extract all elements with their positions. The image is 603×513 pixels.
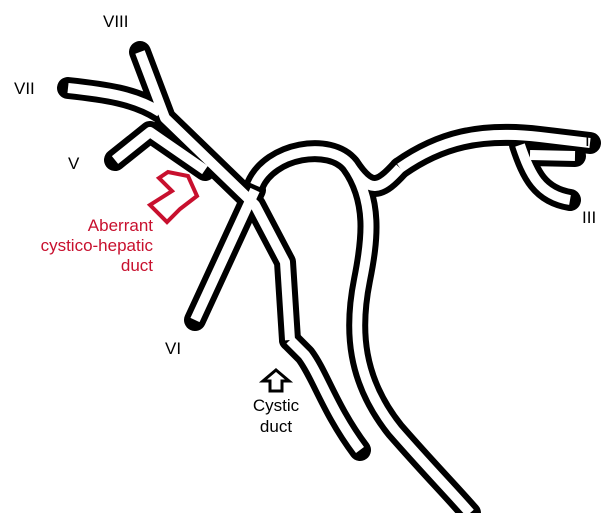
aberrant-duct-arrow-icon — [150, 172, 197, 222]
segment-vii-label: VII — [14, 79, 35, 99]
segment-ii-label: II — [585, 131, 594, 151]
cystic-label-line-1: Cystic — [236, 395, 316, 416]
duct-lumens — [68, 52, 590, 513]
cystic-label-line-2: duct — [236, 416, 316, 437]
segment-v-label: V — [68, 154, 79, 174]
segment-vi-label: VI — [165, 339, 181, 359]
segment-viii-label: VIII — [103, 12, 129, 32]
segment-iii-label: III — [582, 208, 596, 228]
aberrant-label-line-2: cystico-hepatic — [41, 236, 153, 256]
cystic-duct-arrow-icon — [263, 370, 289, 391]
aberrant-duct-label: Aberrant cystico-hepatic duct — [41, 216, 153, 276]
duct-walls — [68, 52, 590, 513]
aberrant-label-line-1: Aberrant — [41, 216, 153, 236]
cystic-duct-label: Cystic duct — [236, 395, 316, 437]
aberrant-label-line-3: duct — [41, 256, 153, 276]
